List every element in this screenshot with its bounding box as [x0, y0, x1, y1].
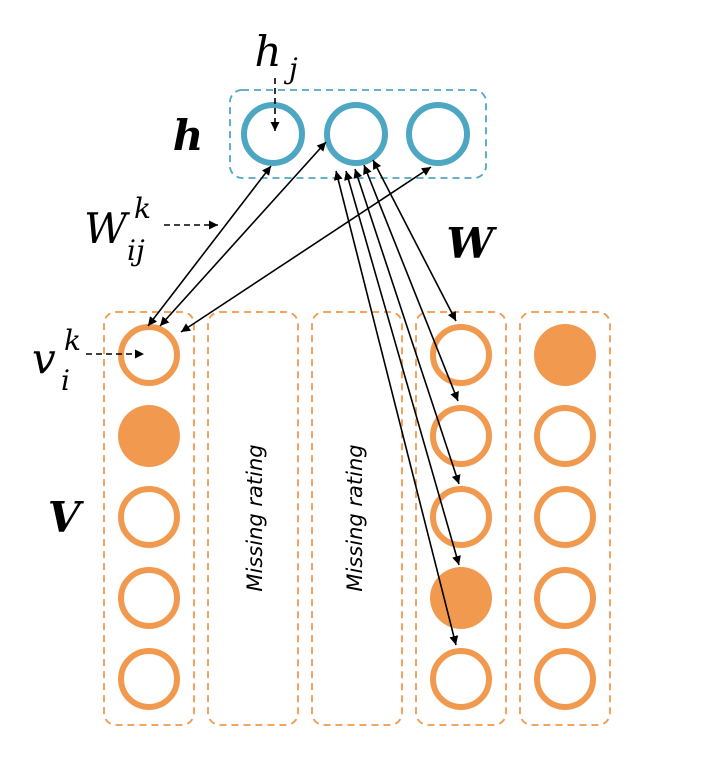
hidden-unit: [406, 102, 470, 166]
visible-unit: [534, 486, 596, 548]
missing-rating-label: Missing rating: [343, 444, 367, 591]
hidden-unit: [324, 102, 388, 166]
weight-matrix-label: W: [446, 219, 497, 268]
visible-unit: [430, 405, 492, 467]
visible-unit: [430, 486, 492, 548]
svg-text:h: h: [254, 27, 281, 76]
hidden-unit: [241, 102, 305, 166]
visible-column-box: [103, 311, 195, 726]
weight-label: W k ij: [84, 192, 151, 267]
visible-unit: [118, 486, 180, 548]
missing-rating-label: Missing rating: [243, 444, 267, 591]
visible-layer-label: V: [48, 493, 85, 542]
visible-unit: [118, 567, 180, 629]
connection-arrow: [372, 159, 457, 322]
visible-unit: [534, 648, 596, 710]
visible-unit-filled: [118, 405, 180, 467]
hidden-unit-label: h j: [254, 27, 298, 85]
hidden-layer-label: h: [173, 111, 204, 160]
svg-text:k: k: [64, 324, 81, 357]
visible-unit: [430, 648, 492, 710]
visible-unit: [118, 324, 180, 386]
svg-text:k: k: [134, 192, 151, 225]
weight-connections: [147, 141, 461, 646]
svg-text:ij: ij: [127, 234, 145, 267]
visible-unit: [118, 648, 180, 710]
connection-arrow: [159, 141, 327, 327]
visible-unit-label: v k i: [32, 324, 81, 397]
connection-arrow: [180, 166, 432, 333]
visible-unit-filled: [534, 324, 596, 386]
svg-text:v: v: [32, 334, 56, 383]
svg-text:i: i: [61, 364, 70, 397]
svg-text:W: W: [84, 204, 131, 253]
connection-arrow: [147, 165, 272, 327]
svg-text:j: j: [283, 52, 298, 85]
visible-unit: [430, 324, 492, 386]
connection-arrow: [333, 170, 459, 646]
visible-unit: [534, 405, 596, 467]
connection-arrow: [353, 168, 461, 485]
visible-column-box: [519, 311, 611, 726]
missing-column-box: [207, 311, 299, 726]
visible-unit: [534, 567, 596, 629]
